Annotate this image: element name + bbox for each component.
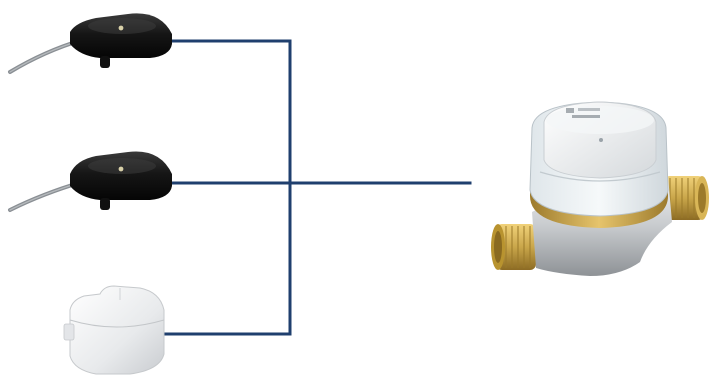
connector-lines [165,41,470,334]
water-meter [491,102,709,276]
connector-module-1 [172,41,290,334]
module-body [70,286,164,374]
black-reading-module-2 [10,151,172,210]
white-reading-module [64,286,164,374]
left-thread [491,224,536,270]
black-reading-module-1 [10,13,172,72]
